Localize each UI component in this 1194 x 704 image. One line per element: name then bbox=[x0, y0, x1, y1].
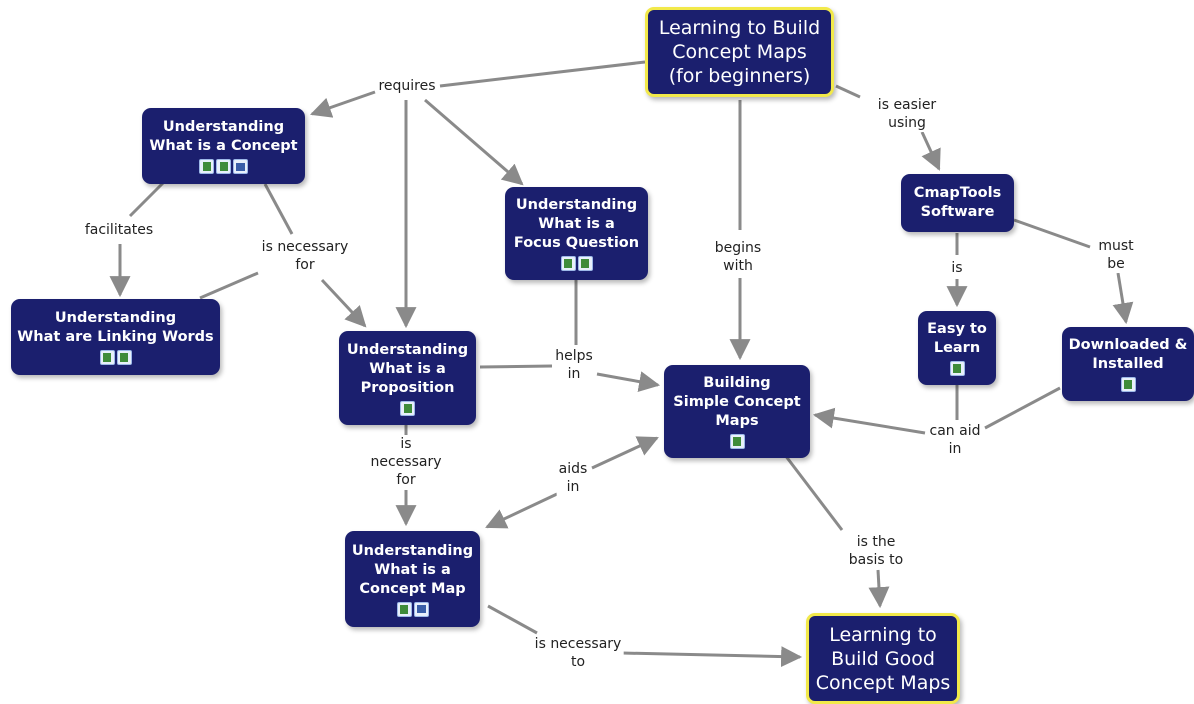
link-label-is-necessary-for-1[interactable]: is necessary for bbox=[259, 238, 351, 274]
link-aids-conceptmap bbox=[485, 492, 558, 529]
link-requires-focus bbox=[424, 98, 524, 186]
resource-icons bbox=[99, 350, 132, 365]
link-label-can-aid-in[interactable]: can aid in bbox=[927, 422, 983, 458]
doc-icon[interactable] bbox=[116, 350, 132, 365]
doc-icon[interactable] bbox=[560, 256, 576, 271]
concept-what-is-concept-map[interactable]: Understanding What is a Concept Map bbox=[345, 531, 480, 627]
concept-building-simple-label: Building Simple Concept Maps bbox=[673, 375, 801, 429]
concept-what-is-concept-map-label: Understanding What is a Concept Map bbox=[351, 542, 474, 597]
concept-easy-to-learn-label: Easy to Learn bbox=[927, 321, 987, 356]
concept-easy-to-learn[interactable]: Easy to Learn bbox=[918, 311, 996, 385]
link-must-downloaded bbox=[1112, 272, 1134, 325]
link-necessary-linking bbox=[199, 271, 259, 300]
concept-what-is-concept-label: Understanding What is a Concept bbox=[149, 119, 298, 154]
doc-icon[interactable] bbox=[396, 601, 412, 617]
concept-linking-words-label: Understanding What are Linking Words bbox=[17, 310, 214, 345]
resource-icons bbox=[400, 400, 415, 416]
link-label-is-necessary-for-2[interactable]: is necessary for bbox=[368, 435, 444, 489]
doc-icon[interactable] bbox=[99, 350, 115, 365]
link-necessary-good bbox=[621, 646, 803, 668]
concept-focus-question-label: Understanding What is a Focus Question bbox=[513, 197, 640, 251]
link-label-is[interactable]: is bbox=[949, 259, 965, 277]
link-basis-good bbox=[868, 569, 890, 609]
concept-good-maps-label: Learning to Build Good Concept Maps bbox=[815, 623, 951, 694]
link-building-basis bbox=[783, 454, 844, 531]
doc-icon[interactable] bbox=[577, 256, 593, 271]
map-icon[interactable] bbox=[413, 601, 429, 617]
concept-building-simple[interactable]: Building Simple Concept Maps bbox=[664, 365, 810, 458]
link-label-is-the-basis-to[interactable]: is the basis to bbox=[846, 533, 906, 569]
concept-root[interactable]: Learning to Build Concept Maps (for begi… bbox=[645, 7, 834, 97]
link-label-requires[interactable]: requires bbox=[376, 77, 438, 95]
resource-icons bbox=[729, 434, 745, 449]
link-root-easier bbox=[835, 84, 861, 99]
link-concept-necessary bbox=[263, 183, 294, 235]
link-canaid-building bbox=[812, 407, 926, 435]
concept-linking-words[interactable]: Understanding What are Linking Words bbox=[11, 299, 220, 375]
doc-icon[interactable] bbox=[1120, 377, 1136, 392]
link-requires-concept bbox=[310, 90, 376, 118]
link-label-begins-with[interactable]: begins with bbox=[712, 239, 764, 275]
doc-icon[interactable] bbox=[949, 361, 965, 376]
link-easier-cmaptools bbox=[920, 131, 941, 171]
concept-proposition[interactable]: Understanding What is a Proposition bbox=[339, 331, 476, 425]
link-helps-building bbox=[596, 371, 661, 392]
concept-focus-question[interactable]: Understanding What is a Focus Question bbox=[505, 187, 648, 280]
link-label-is-necessary-to[interactable]: is necessary to bbox=[532, 635, 624, 671]
doc-icon[interactable] bbox=[400, 400, 415, 416]
resource-icons bbox=[1120, 377, 1136, 392]
doc-icon[interactable] bbox=[199, 159, 214, 174]
link-proposition-helps bbox=[479, 364, 553, 369]
concept-proposition-label: Understanding What is a Proposition bbox=[346, 341, 469, 396]
concept-downloaded-label: Downloaded & Installed bbox=[1068, 337, 1188, 372]
doc-icon[interactable] bbox=[729, 434, 745, 449]
map-icon[interactable] bbox=[233, 159, 248, 174]
resource-icons bbox=[560, 256, 593, 271]
link-necessary-proposition bbox=[320, 278, 367, 328]
link-conceptmap-necessary bbox=[487, 604, 538, 635]
resource-icons bbox=[949, 361, 965, 376]
concept-downloaded[interactable]: Downloaded & Installed bbox=[1062, 327, 1194, 401]
link-label-aids-in[interactable]: aids in bbox=[556, 460, 590, 496]
concept-root-label: Learning to Build Concept Maps (for begi… bbox=[658, 17, 821, 87]
link-cmaptools-must bbox=[1013, 218, 1091, 249]
link-downloaded-canaid bbox=[984, 386, 1061, 430]
concept-good-maps[interactable]: Learning to Build Good Concept Maps bbox=[806, 613, 960, 704]
concept-what-is-concept[interactable]: Understanding What is a Concept bbox=[142, 108, 305, 184]
doc-icon[interactable] bbox=[216, 159, 231, 174]
link-label-must-be[interactable]: must be bbox=[1096, 237, 1136, 273]
link-label-facilitates[interactable]: facilitates bbox=[82, 221, 156, 239]
link-label-helps-in[interactable]: helps in bbox=[553, 347, 595, 383]
link-concept-facilitates bbox=[128, 176, 170, 218]
link-root-requires bbox=[439, 60, 646, 88]
concept-cmaptools[interactable]: CmapTools Software bbox=[901, 174, 1014, 232]
link-aids-building bbox=[591, 436, 659, 470]
concept-cmaptools-label: CmapTools Software bbox=[913, 185, 1002, 220]
resource-icons bbox=[396, 601, 429, 617]
link-label-is-easier-using[interactable]: is easier using bbox=[875, 96, 939, 132]
resource-icons bbox=[199, 159, 248, 174]
